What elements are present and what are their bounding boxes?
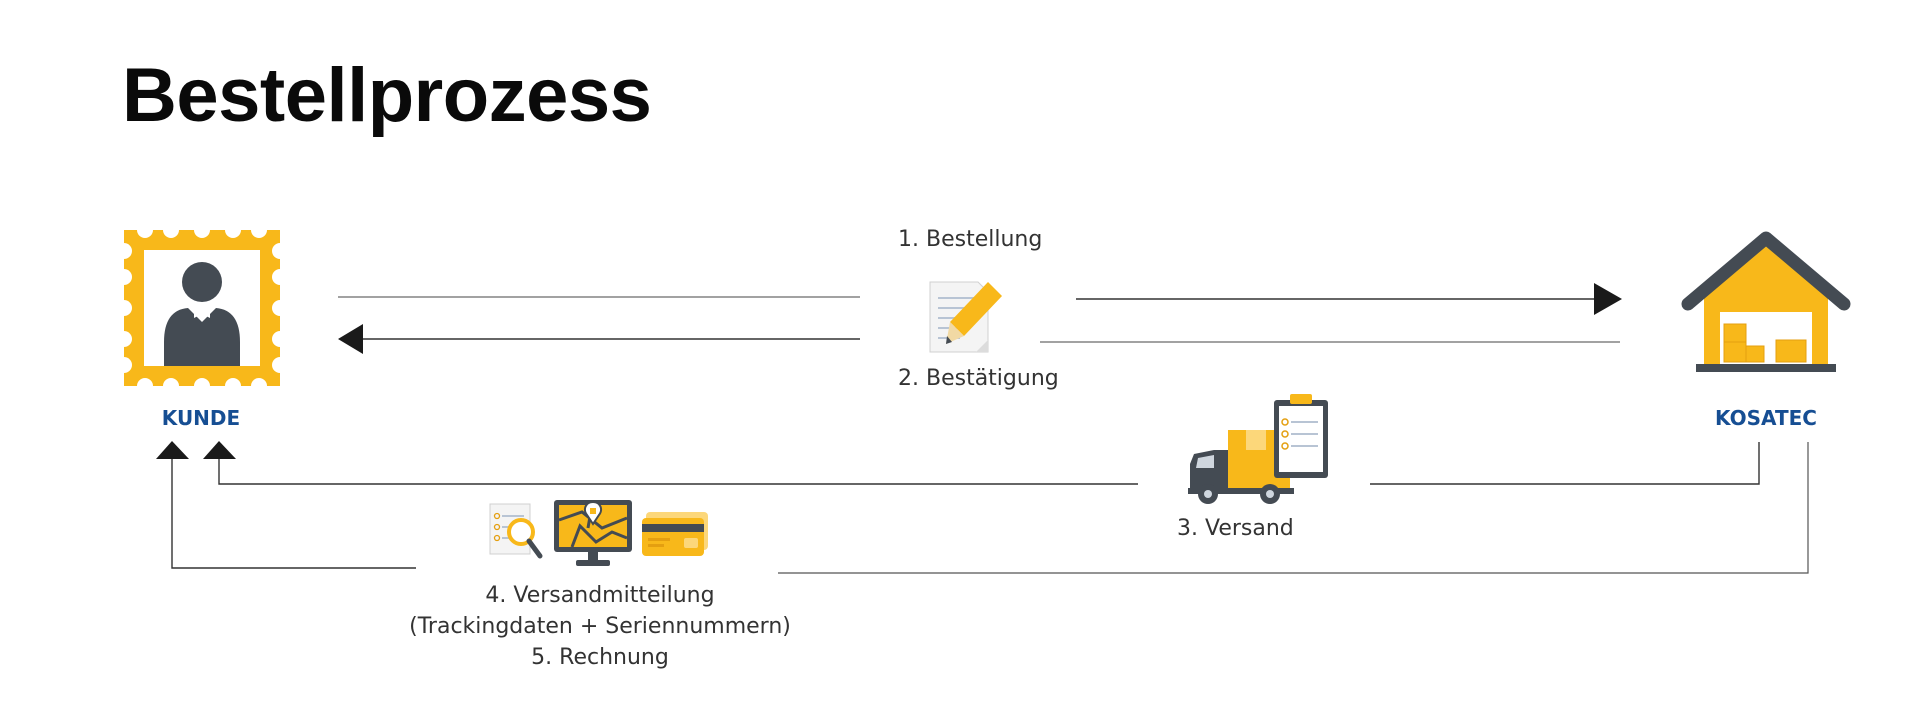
step-notification-label: 4. Versandmitteilung [485,583,715,608]
document-pencil-icon [929,281,1002,353]
step-order-label: 1. Bestellung [898,227,1043,252]
step-invoice-label: 5. Rechnung [531,645,669,670]
step-notification-detail: (Trackingdaten + Seriennummern) [409,614,791,639]
page-title: Bestellprozess [122,53,652,138]
notification-invoice-text: 4. Versandmitteilung (Trackingdaten + Se… [380,580,820,673]
credit-card-icon [642,512,708,556]
actor-supplier-label: KOSATEC [1715,406,1817,430]
delivery-truck-clipboard-icon [1188,394,1328,504]
order-flow-arrow [338,283,1622,315]
step-confirmation-label: 2. Bestätigung [898,366,1059,391]
person-stamp-icon [124,230,280,386]
confirmation-flow-arrow [338,324,1620,354]
warehouse-icon [1681,231,1851,372]
notification-flow-arrow [156,441,1809,574]
tracking-checklist-magnifier-icon [489,503,543,559]
actor-customer-label: KUNDE [161,406,241,430]
step-shipping-label: 3. Versand [1177,516,1294,541]
shipping-flow-arrow [203,441,1760,485]
map-monitor-icon [554,500,632,566]
